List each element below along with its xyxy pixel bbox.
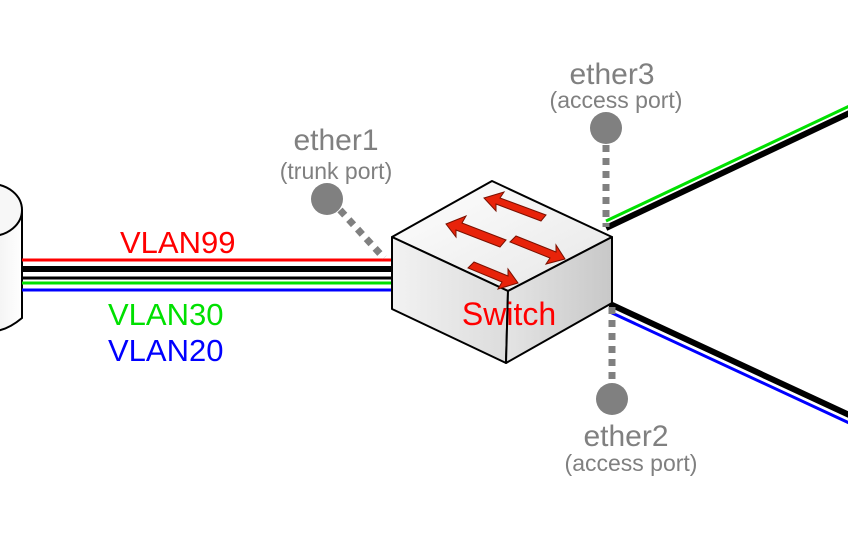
vlan99-label: VLAN99 bbox=[120, 225, 235, 260]
port-ether2: ether2 (access port) bbox=[565, 307, 698, 476]
port-marker-icon bbox=[596, 383, 628, 415]
access-link-ether2 bbox=[608, 301, 848, 425]
trunk-link bbox=[22, 258, 392, 292]
port-marker-icon bbox=[590, 112, 622, 144]
switch-arrows bbox=[445, 191, 566, 290]
switch-box-icon: Switch bbox=[391, 180, 613, 364]
ether2-role: (access port) bbox=[565, 450, 698, 476]
vlan20-label: VLAN20 bbox=[108, 333, 223, 368]
ether3-name: ether3 bbox=[569, 58, 654, 91]
router-cylinder-icon bbox=[0, 184, 23, 332]
ether3-role: (access port) bbox=[550, 87, 683, 113]
access-link-ether3 bbox=[604, 105, 848, 231]
port-ether3: ether3 (access port) bbox=[550, 58, 683, 227]
ether1-role: (trunk port) bbox=[280, 158, 392, 184]
port-marker-icon bbox=[311, 183, 343, 215]
switch-label: Switch bbox=[462, 296, 556, 332]
vlan30-label: VLAN30 bbox=[108, 297, 223, 332]
port-ether1: ether1 (trunk port) bbox=[280, 124, 392, 261]
ether1-name: ether1 bbox=[293, 124, 378, 157]
ether2-name: ether2 bbox=[583, 420, 668, 453]
